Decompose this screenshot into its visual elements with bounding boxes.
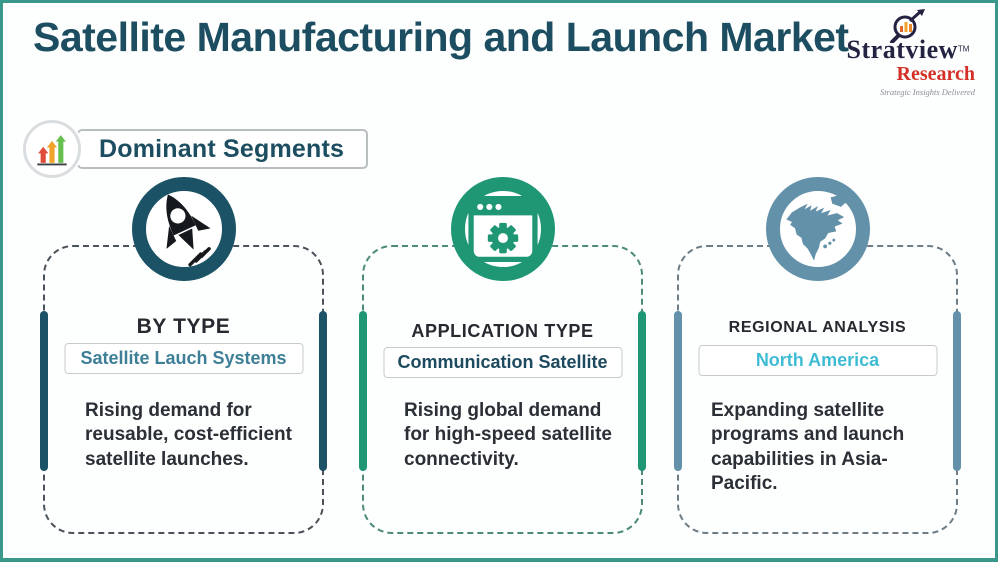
card-description: Rising global demand for high-speed sate… bbox=[404, 400, 612, 470]
magnifier-chart-icon bbox=[890, 9, 925, 43]
logo-sub-name: Research bbox=[896, 63, 976, 85]
stratview-logo: StratviewTM Research Strategic Insights … bbox=[833, 9, 983, 97]
card-segment-badge: Satellite Lauch Systems bbox=[64, 343, 303, 374]
card-application-type: APPLICATION TYPE Communication Satellite… bbox=[359, 177, 646, 534]
accent-bar bbox=[953, 311, 961, 471]
card-category-label: APPLICATION TYPE bbox=[411, 321, 594, 341]
app-window-gear-icon bbox=[467, 195, 538, 263]
card-description: Rising demand for reusable, cost-efficie… bbox=[85, 400, 292, 470]
card-icon-ring bbox=[765, 177, 870, 281]
page-title: Satellite Manufacturing and Launch Marke… bbox=[33, 14, 849, 60]
north-america-map-icon bbox=[785, 194, 848, 261]
section-header: Dominant Segments bbox=[23, 120, 369, 178]
card-icon-ring bbox=[131, 177, 236, 281]
card-regional-analysis: REGIONAL ANALYSIS North America Expandin… bbox=[674, 177, 961, 534]
accent-bar bbox=[638, 311, 646, 471]
section-label: Dominant Segments bbox=[77, 129, 369, 169]
accent-bar bbox=[40, 311, 48, 471]
accent-bar bbox=[359, 311, 367, 471]
rocket-icon bbox=[165, 194, 211, 267]
card-category-label: BY TYPE bbox=[136, 315, 231, 338]
accent-bar bbox=[674, 311, 682, 471]
card-by-type: BY TYPE Satellite Lauch Systems Rising d… bbox=[40, 177, 327, 534]
logo-tagline: Strategic Insights Delivered bbox=[879, 87, 975, 97]
logo-trademark: TM bbox=[957, 44, 970, 54]
growth-arrows-icon bbox=[23, 120, 81, 178]
card-segment-badge: Communication Satellite bbox=[383, 347, 622, 378]
accent-bar bbox=[319, 311, 327, 471]
card-icon-ring bbox=[450, 177, 555, 281]
logo-name: Stratview bbox=[846, 35, 958, 64]
card-description: Expanding satellite programs and launch … bbox=[711, 400, 905, 494]
card-category-label: REGIONAL ANALYSIS bbox=[728, 319, 907, 336]
card-segment-badge: North America bbox=[698, 345, 937, 376]
